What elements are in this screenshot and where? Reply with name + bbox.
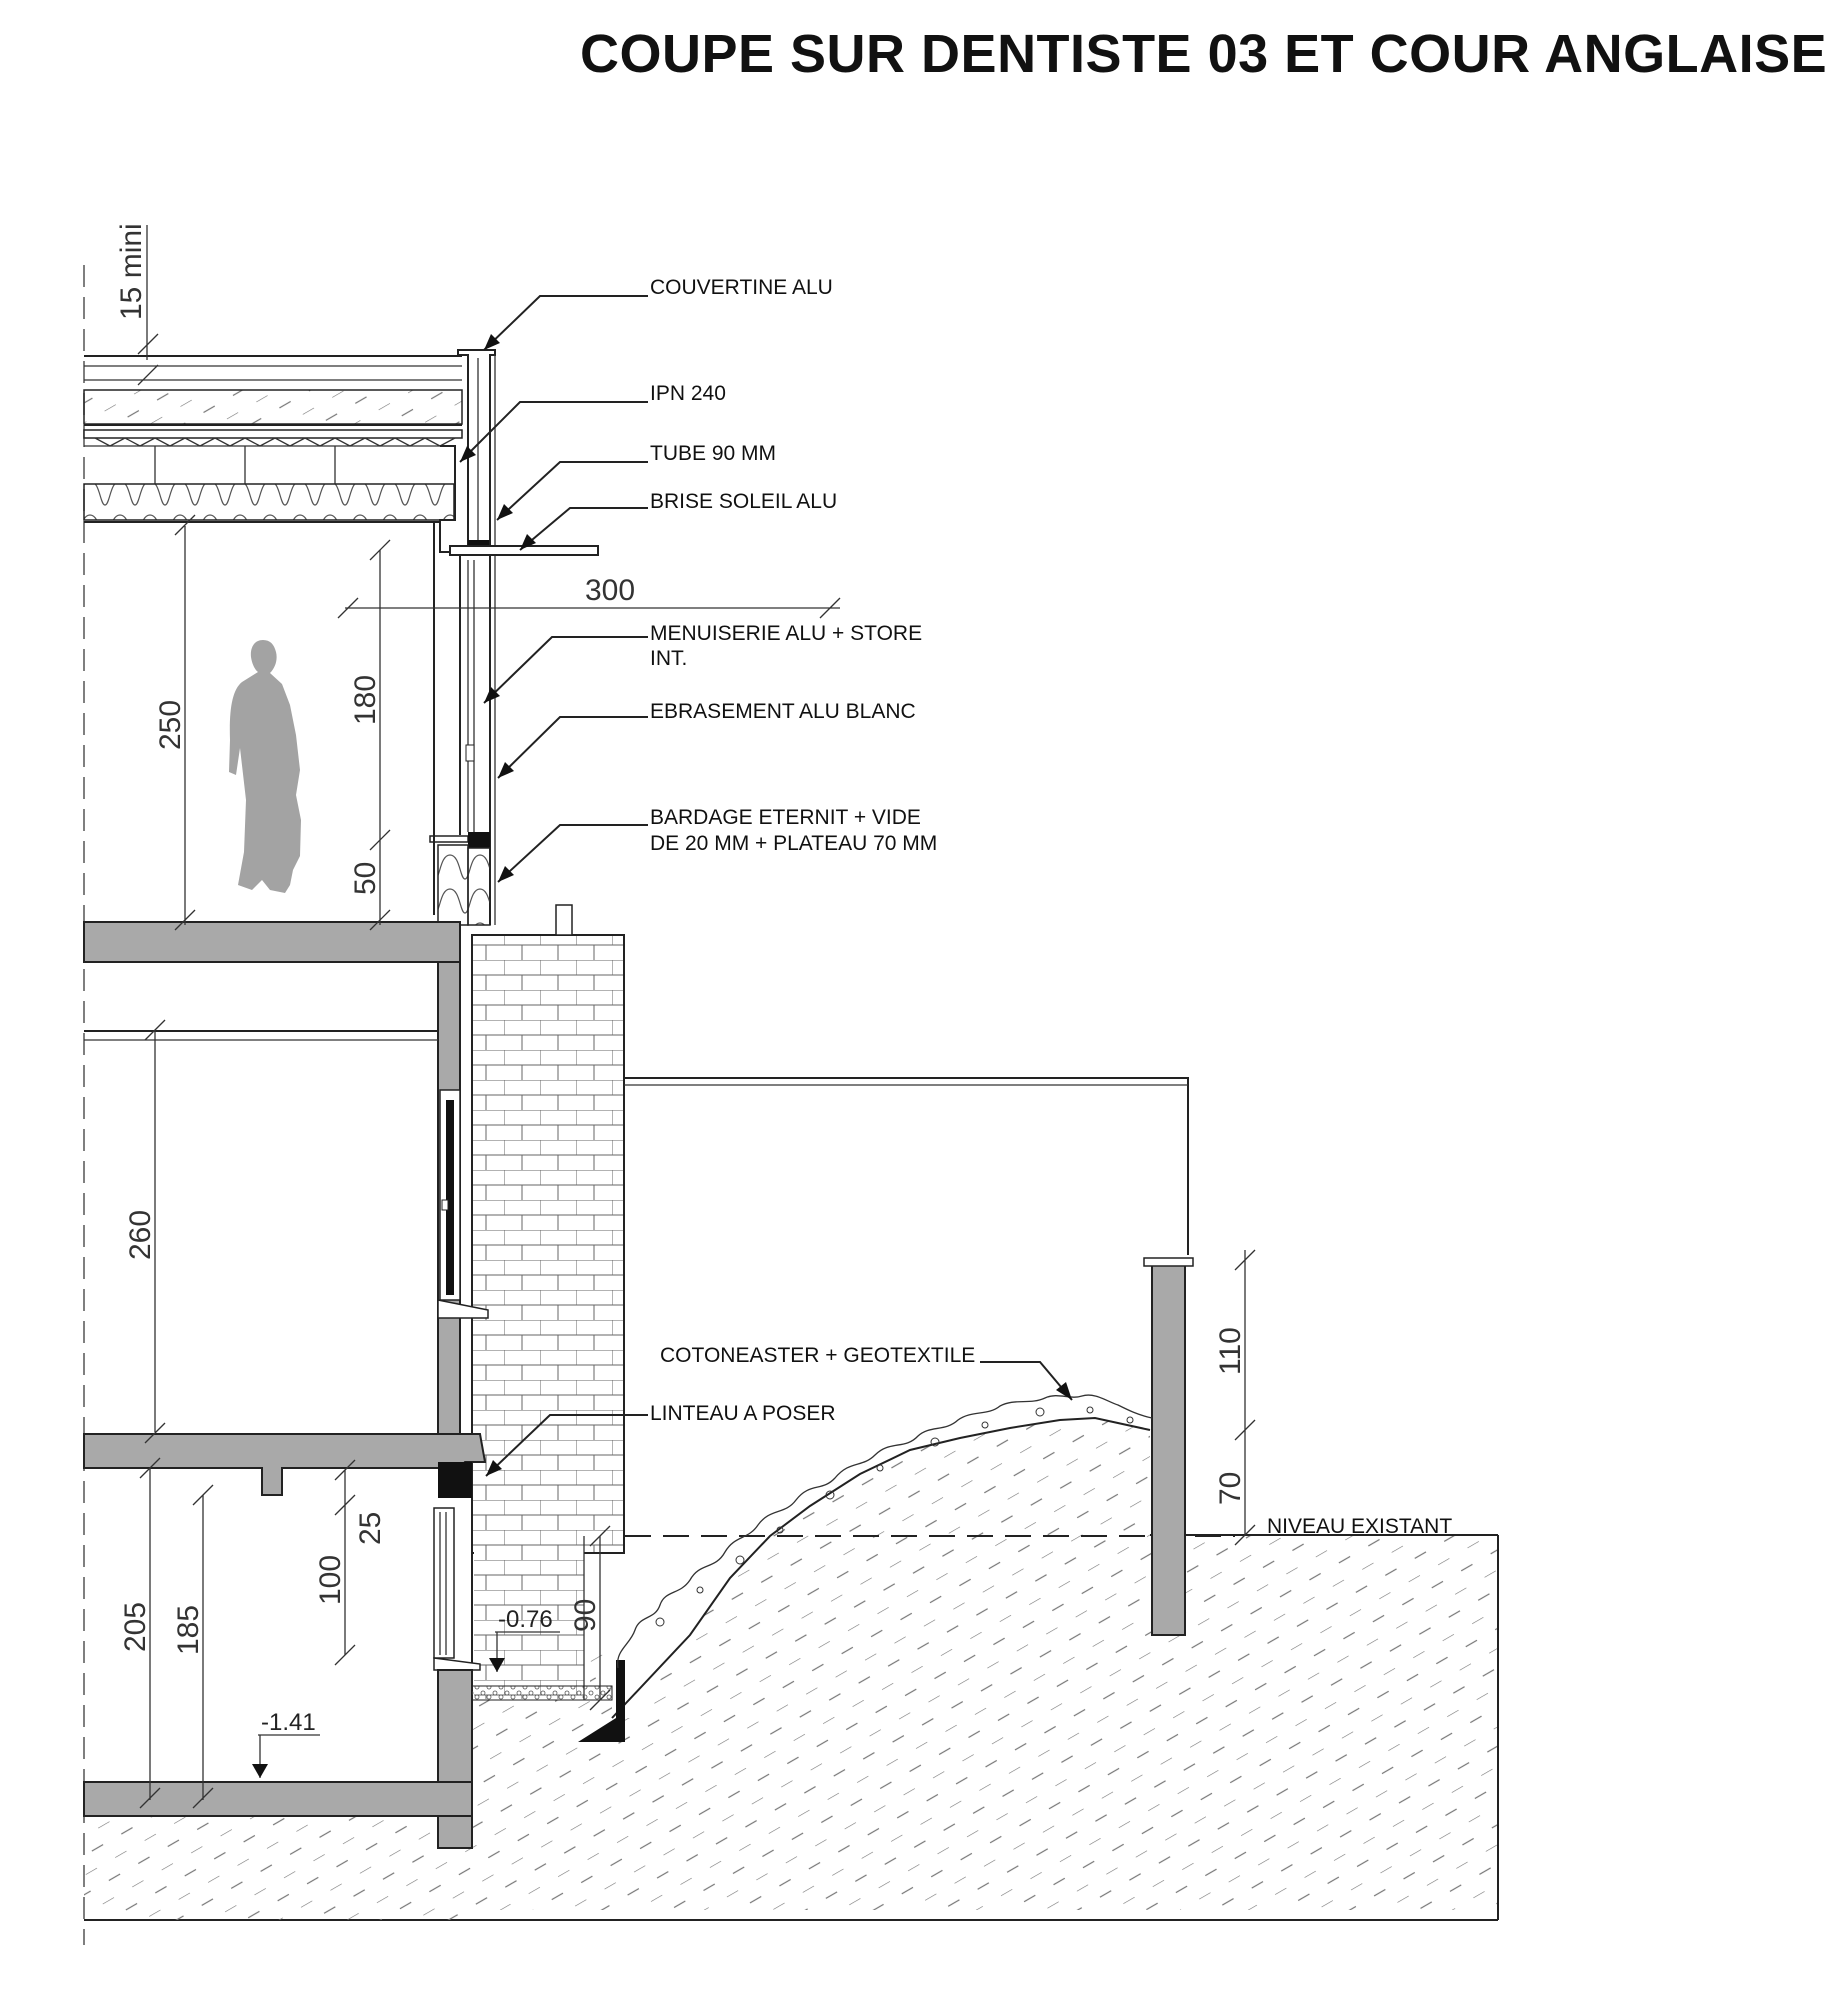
label-menuiserie-2: INT.: [650, 647, 687, 670]
dim-15-mini: 15 mini: [115, 223, 148, 320]
dim-300: 300: [585, 574, 635, 607]
level-text-141: -1.41: [261, 1709, 316, 1736]
label-ebrasement: EBRASEMENT ALU BLANC: [650, 700, 916, 723]
coping-stone: [555, 904, 573, 936]
drain-triangle: [578, 1718, 616, 1742]
label-linteau: LINTEAU A POSER: [650, 1402, 836, 1425]
window-lower: [433, 1507, 481, 1671]
parapet: [457, 349, 496, 925]
label-menuiserie-1: MENUISERIE ALU + STORE: [650, 622, 922, 645]
linteau-block: [438, 1462, 472, 1498]
label-cotoneaster: COTONEASTER + GEOTEXTILE: [660, 1344, 975, 1367]
label-bardage-2: DE 20 MM + PLATEAU 70 MM: [650, 832, 937, 855]
ground-below-slab: [84, 1800, 470, 1920]
dim-90: 90: [569, 1599, 602, 1632]
cotoneaster-shrub: [617, 1394, 1153, 1669]
dim-25: 25: [354, 1512, 387, 1545]
railing: [624, 1077, 1189, 1255]
dimension-labels: 15 mini 300 250 180 50 260 205 185 100 2…: [115, 223, 1247, 1655]
dim-205: 205: [119, 1602, 152, 1652]
label-brise-soleil: BRISE SOLEIL ALU: [650, 490, 837, 513]
post-cap: [1143, 1257, 1194, 1267]
gravel-bed: [471, 1685, 613, 1701]
upper-slab: [83, 921, 461, 1441]
dim-260: 260: [124, 1210, 157, 1260]
label-tube: TUBE 90 MM: [650, 442, 776, 465]
person-silhouette: [229, 640, 301, 893]
leader-lines: [459, 295, 1073, 1477]
level-text-076: -0.76: [498, 1606, 553, 1633]
label-ipn: IPN 240: [650, 382, 726, 405]
retaining-post: [1151, 1259, 1186, 1636]
leader-arrowheads: [460, 334, 1072, 1476]
lower-slab: [83, 1433, 487, 1498]
dimension-lines: [137, 225, 1256, 1809]
level-marker-076: -0.76: [489, 1606, 560, 1672]
dim-250: 250: [154, 700, 187, 750]
label-bardage-1: BARDAGE ETERNIT + VIDE: [650, 806, 921, 829]
label-niveau-existant: NIVEAU EXISTANT: [1267, 1515, 1452, 1538]
edge-plate: [616, 1660, 625, 1742]
brick-wall-lower: [474, 1536, 584, 1699]
level-marker-141: -1.41: [252, 1709, 320, 1778]
dim-185: 185: [172, 1605, 205, 1655]
brick-wall: [471, 934, 625, 1554]
roof-assembly: [83, 355, 463, 553]
bardage-plateau: [467, 847, 491, 926]
window-middle: [437, 1089, 489, 1319]
dim-100: 100: [314, 1555, 347, 1605]
bardage-panel: [437, 844, 469, 926]
shrub-dots: [655, 1406, 1134, 1627]
dim-70: 70: [1214, 1472, 1247, 1505]
drawing-title: COUPE SUR DENTISTE 03 ET COUR ANGLAISE: [580, 24, 1827, 84]
window-upper: [429, 555, 490, 848]
dim-180: 180: [349, 675, 382, 725]
dim-50: 50: [349, 862, 382, 895]
label-couvertine: COUVERTINE ALU: [650, 276, 833, 299]
dim-110: 110: [1214, 1327, 1247, 1375]
